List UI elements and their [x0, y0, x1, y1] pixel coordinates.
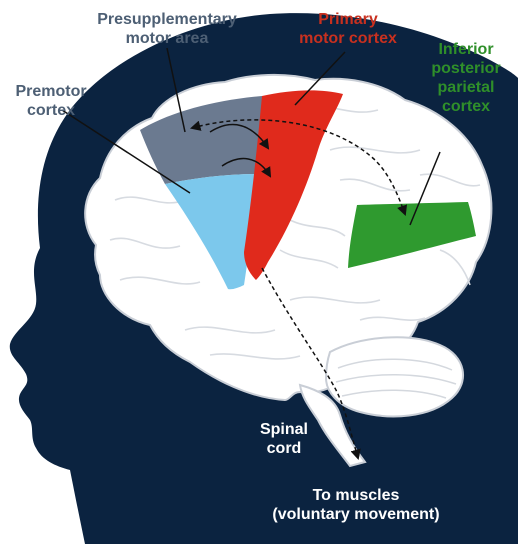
parietal-cortex-label: Inferior posterior parietal cortex [418, 40, 514, 116]
to-muscles-label: To muscles (voluntary movement) [258, 486, 454, 524]
spinal-cord-label: Spinal cord [244, 420, 324, 458]
premotor-cortex-label: Premotor cortex [6, 82, 96, 120]
cerebellum [326, 337, 463, 416]
primary-motor-cortex-label: Primary motor cortex [280, 10, 416, 48]
presupplementary-motor-area-label: Presupplementary motor area [72, 10, 262, 48]
